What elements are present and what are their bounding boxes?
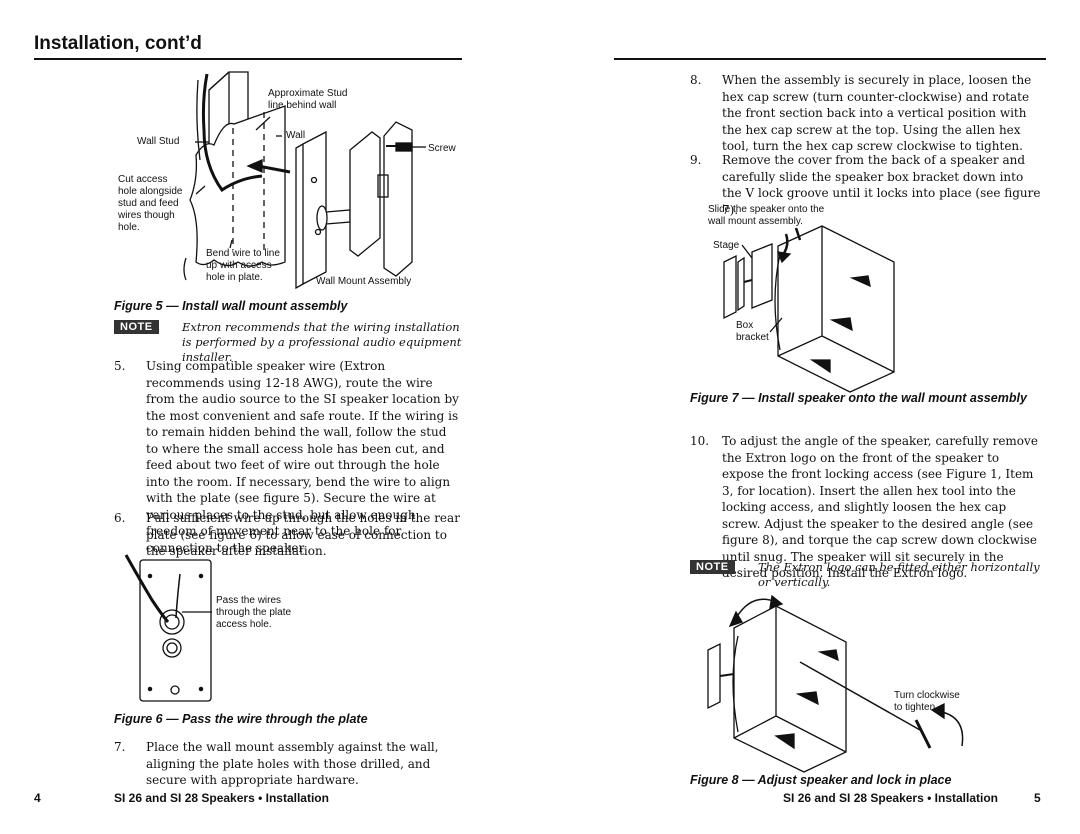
label-bend-wire: Bend wire to line up with access hole in… bbox=[206, 248, 280, 283]
label-wall-mount-assembly: Wall Mount Assembly bbox=[316, 276, 412, 287]
step-number: 7. bbox=[114, 740, 126, 754]
step-number: 9. bbox=[690, 153, 702, 167]
note-badge: NOTE bbox=[114, 320, 159, 334]
step-number: 6. bbox=[114, 511, 126, 525]
figure-5-caption: Figure 5 — Install wall mount assembly bbox=[114, 299, 348, 313]
step-number: 10. bbox=[690, 434, 710, 448]
step-number: 5. bbox=[114, 359, 126, 373]
page-number-right: 5 bbox=[1034, 791, 1041, 805]
note-text: The Extron logo can be fitted either hor… bbox=[758, 560, 1040, 589]
footer-title-right: SI 26 and SI 28 Speakers • Installation bbox=[783, 791, 998, 805]
step-9: 9. Remove the cover from the back of a s… bbox=[690, 152, 1042, 218]
label-cut-access: Cut access hole alongside stud and feed … bbox=[118, 174, 183, 233]
label-pass-wires: Pass the wires through the plate access … bbox=[216, 595, 292, 630]
footer-title-left: SI 26 and SI 28 Speakers • Installation bbox=[114, 791, 329, 805]
step-10: 10. To adjust the angle of the speaker, … bbox=[690, 433, 1042, 582]
label-turn-clockwise: Turn clockwise to tighten. bbox=[894, 690, 960, 713]
step-8: 8. When the assembly is securely in plac… bbox=[690, 72, 1042, 155]
figure-6-caption: Figure 6 — Pass the wire through the pla… bbox=[114, 712, 368, 726]
step-text: Place the wall mount assembly against th… bbox=[146, 740, 439, 787]
figure-8-caption: Figure 8 — Adjust speaker and lock in pl… bbox=[690, 773, 952, 787]
step-text: Pull sufficient wire up through the hole… bbox=[146, 511, 460, 558]
label-wall-stud: Wall Stud bbox=[137, 136, 180, 147]
step-text: Using compatible speaker wire (Extron re… bbox=[146, 359, 459, 555]
label-stud-line: Approximate Stud line behind wall bbox=[268, 88, 348, 111]
label-wall: Wall bbox=[286, 130, 306, 141]
figure-7-caption: Figure 7 — Install speaker onto the wall… bbox=[690, 391, 1027, 405]
note-text: Extron recommends that the wiring instal… bbox=[182, 320, 462, 364]
header-rule-right bbox=[614, 58, 1046, 60]
header-rule-left bbox=[34, 58, 462, 60]
step-5: 5. Using compatible speaker wire (Extron… bbox=[114, 358, 462, 556]
label-stage: Stage bbox=[713, 240, 740, 251]
page-number-left: 4 bbox=[34, 791, 41, 805]
note-badge: NOTE bbox=[690, 560, 735, 574]
label-box-bracket: Box bracket bbox=[736, 320, 769, 343]
label-slide-speaker: Slide the speaker onto the wall mount as… bbox=[708, 204, 825, 227]
label-screw: Screw bbox=[428, 143, 456, 154]
step-text: When the assembly is securely in place, … bbox=[722, 73, 1032, 153]
step-number: 8. bbox=[690, 73, 702, 87]
step-6: 6. Pull sufficient wire up through the h… bbox=[114, 510, 462, 560]
step-text: Remove the cover from the back of a spea… bbox=[722, 153, 1041, 217]
step-7: 7. Place the wall mount assembly against… bbox=[114, 739, 462, 789]
page-title: Installation, cont’d bbox=[34, 33, 202, 54]
step-text: To adjust the angle of the speaker, care… bbox=[722, 434, 1038, 580]
